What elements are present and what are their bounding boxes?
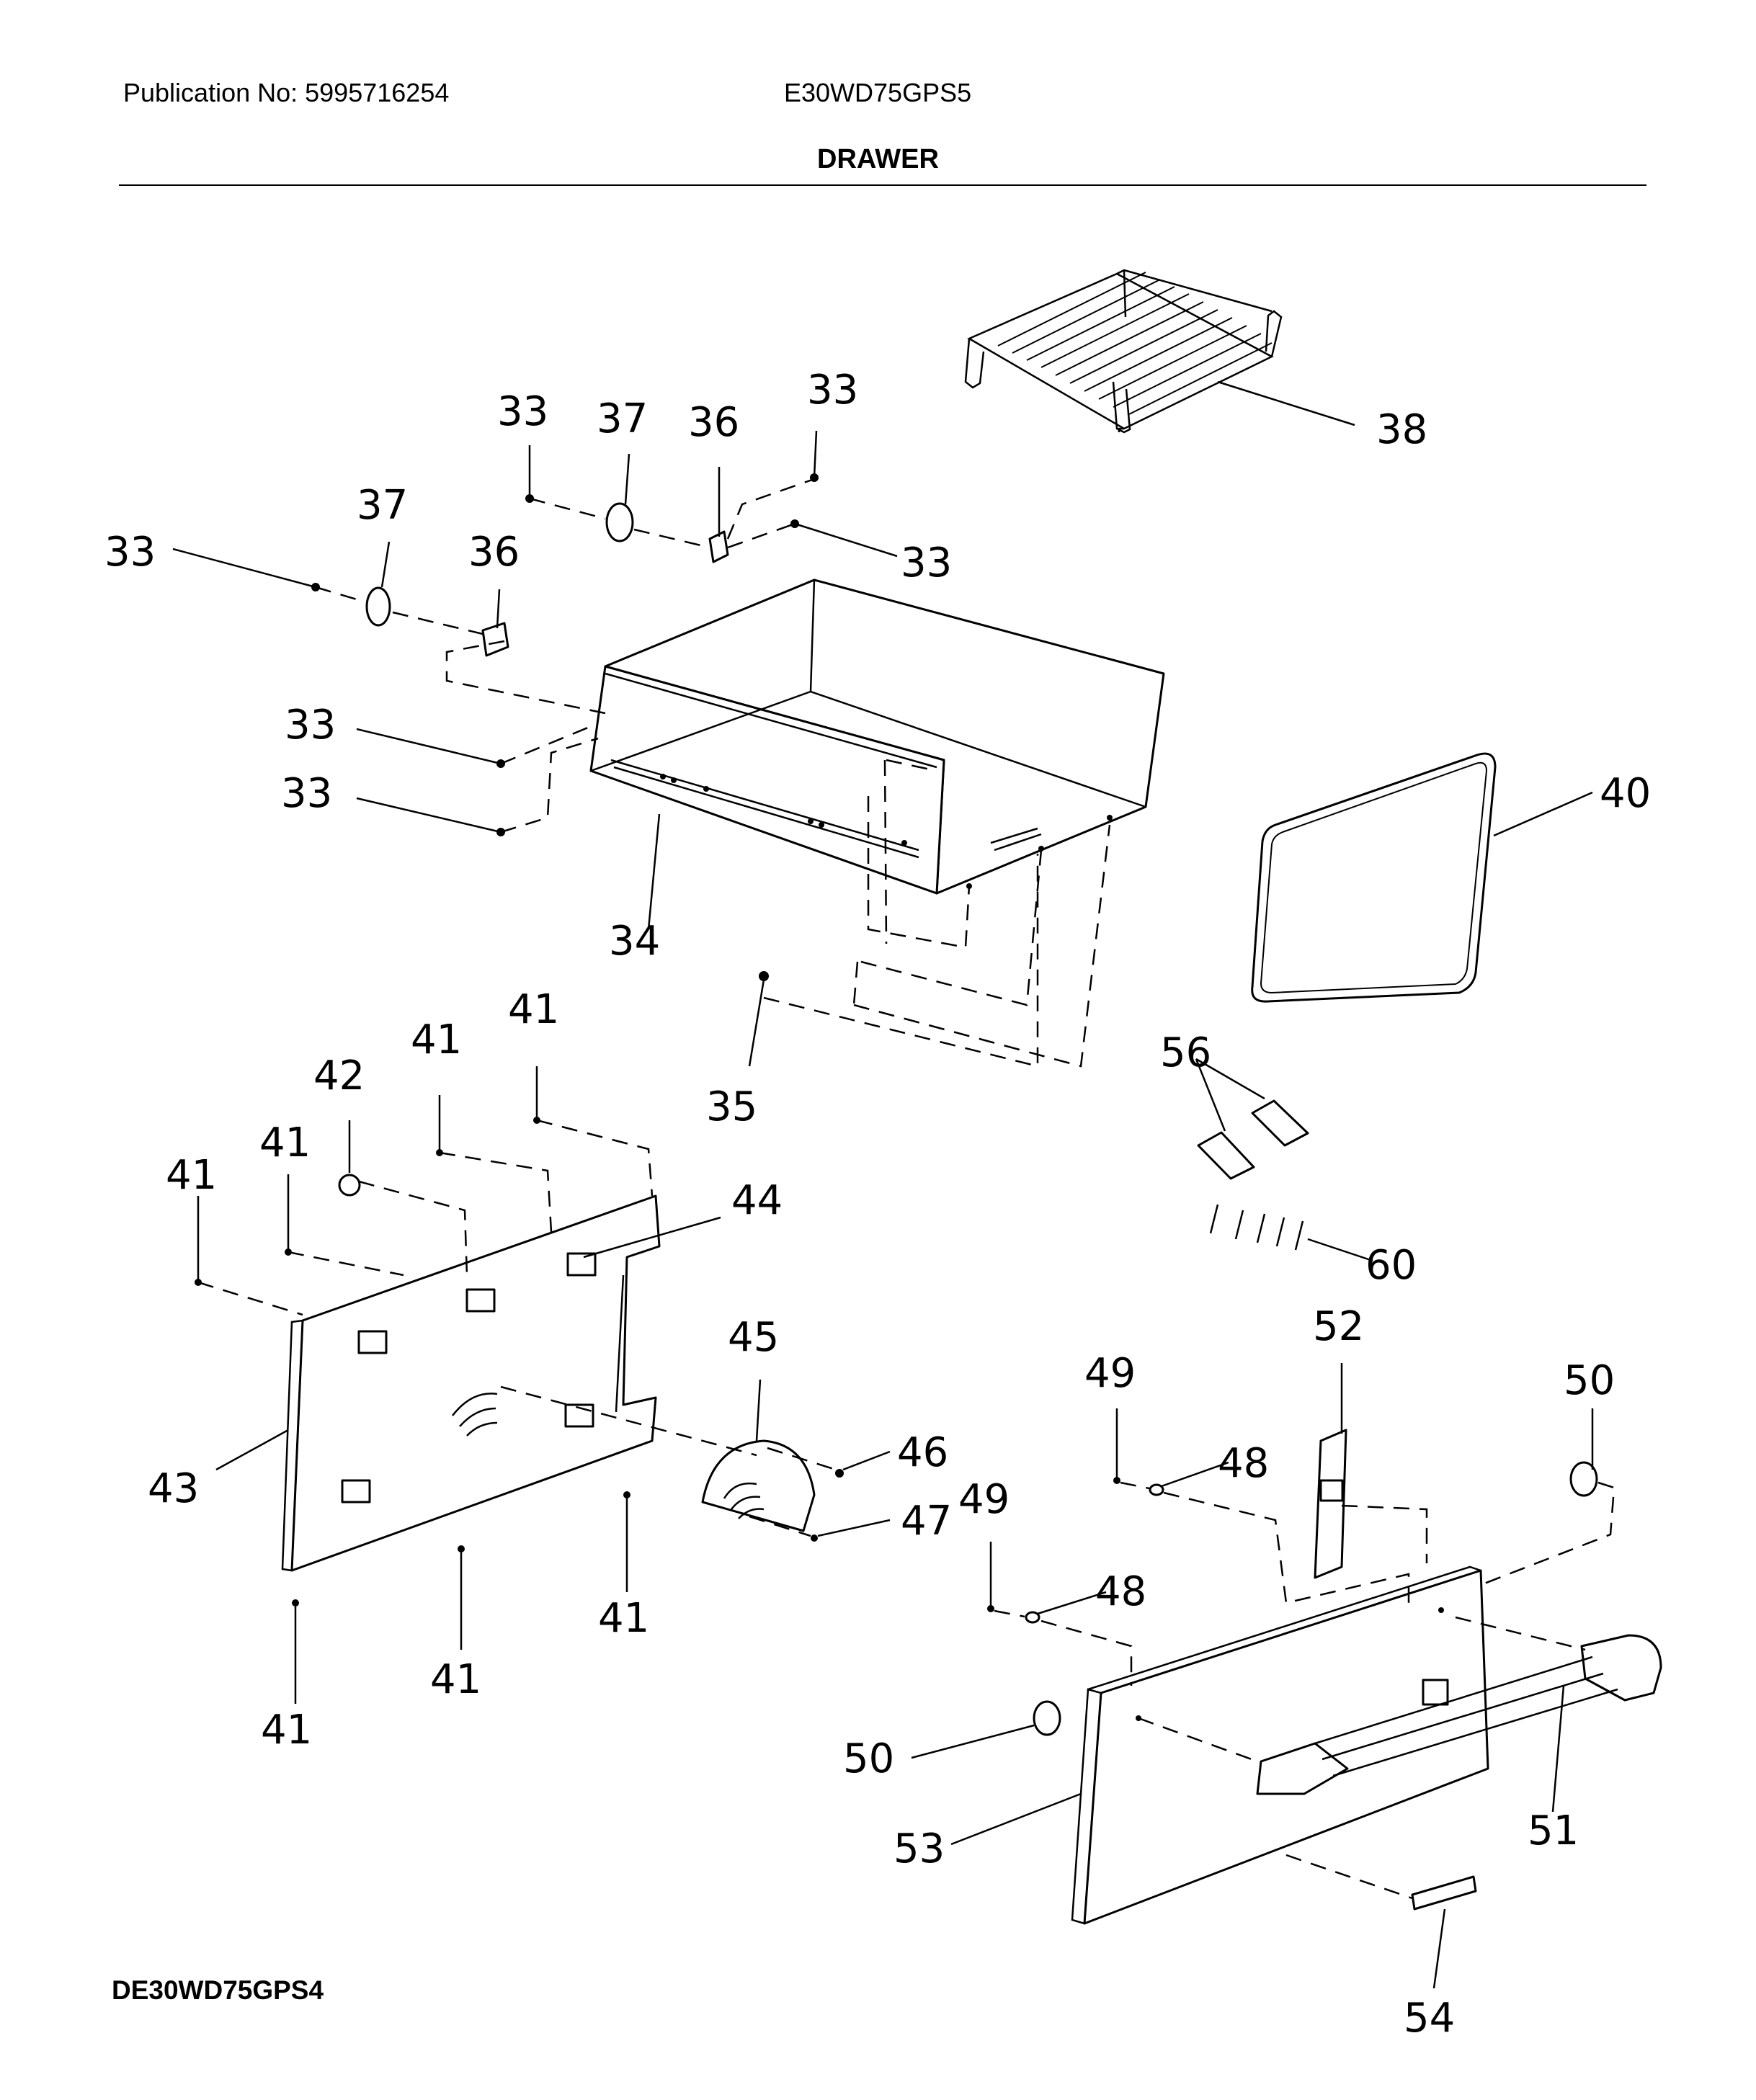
callout-48: 48 xyxy=(1218,1440,1269,1487)
part-46-screw xyxy=(767,1447,891,1478)
callout-56: 56 xyxy=(1160,1029,1211,1076)
part-43-inner-panel xyxy=(215,1194,661,1572)
part-41-screws xyxy=(195,1066,654,1704)
part-50-lower-knob xyxy=(911,1700,1061,1759)
callout-35: 35 xyxy=(706,1083,757,1130)
section-title: DRAWER xyxy=(817,144,939,174)
callout-50: 50 xyxy=(843,1735,894,1782)
callout-33: 33 xyxy=(807,367,858,414)
callout-60: 60 xyxy=(1365,1242,1417,1289)
footer-model-code: DE30WD75GPS4 xyxy=(112,1975,324,2005)
callout-45: 45 xyxy=(728,1314,779,1361)
part-51-handle xyxy=(1138,1616,1662,1813)
callout-49: 49 xyxy=(958,1476,1010,1523)
callout-54: 54 xyxy=(1404,1995,1455,2042)
part-42-plug xyxy=(338,1120,361,1197)
part-56-brackets xyxy=(1195,1058,1309,1180)
part-40-gasket xyxy=(1251,752,1593,1003)
callout-53: 53 xyxy=(893,1826,945,1872)
part-60-screws xyxy=(1209,1204,1373,1262)
callout-labels: 33 33 33 33 33 33 34 35 36 36 37 37 38 4… xyxy=(104,367,1651,2042)
part-48-49-upper xyxy=(1113,1408,1410,1604)
part-38-wire-rack xyxy=(964,269,1355,434)
callout-41: 41 xyxy=(411,1017,462,1063)
part-48-49-lower xyxy=(987,1542,1133,1686)
callout-38: 38 xyxy=(1376,406,1427,453)
part-44-clip xyxy=(583,1216,721,1259)
callout-33: 33 xyxy=(104,529,156,576)
part-45-cover xyxy=(500,1379,816,1532)
callout-36: 36 xyxy=(468,529,520,576)
callout-37: 37 xyxy=(597,396,648,442)
callout-33: 33 xyxy=(901,540,952,586)
callout-47: 47 xyxy=(901,1498,952,1545)
callout-51: 51 xyxy=(1528,1808,1579,1854)
part-36-upper-bracket xyxy=(708,467,729,563)
callout-43: 43 xyxy=(148,1465,199,1512)
callout-50: 50 xyxy=(1564,1357,1615,1404)
part-36-left-bracket xyxy=(481,589,509,657)
callout-41: 41 xyxy=(430,1656,481,1703)
callout-52: 52 xyxy=(1313,1303,1364,1350)
callout-33: 33 xyxy=(281,770,332,817)
part-50-upper-knob xyxy=(1480,1408,1615,1586)
callout-40: 40 xyxy=(1600,770,1651,817)
callout-41: 41 xyxy=(508,986,559,1033)
part-54-badge xyxy=(1285,1854,1477,1989)
part-35-screw xyxy=(748,971,769,1067)
part-33-screws xyxy=(172,430,898,836)
publication-number: Publication No: 5995716254 xyxy=(123,78,450,107)
callout-41: 41 xyxy=(598,1595,649,1642)
part-53-door-panel xyxy=(950,1565,1489,1925)
callout-44: 44 xyxy=(731,1177,783,1224)
part-52-bracket xyxy=(1314,1363,1428,1579)
callout-42: 42 xyxy=(313,1053,365,1099)
callout-49: 49 xyxy=(1084,1350,1136,1397)
callout-41: 41 xyxy=(261,1707,312,1753)
part-37-upper-disc xyxy=(605,453,634,542)
callout-37: 37 xyxy=(357,482,408,529)
callout-33: 33 xyxy=(285,702,336,749)
callout-46: 46 xyxy=(897,1429,948,1476)
callout-48: 48 xyxy=(1095,1568,1146,1615)
model-number: E30WD75GPS5 xyxy=(784,78,972,107)
callout-33: 33 xyxy=(497,388,548,435)
callout-36: 36 xyxy=(688,399,739,446)
callout-41: 41 xyxy=(259,1120,311,1166)
callout-41: 41 xyxy=(166,1152,217,1199)
assembly-lines-upper xyxy=(315,478,1111,1068)
callout-34: 34 xyxy=(609,918,660,965)
part-47-screw xyxy=(749,1515,891,1542)
part-37-left-disc xyxy=(365,541,391,627)
part-34-drawer-box xyxy=(589,578,1165,930)
header-rule xyxy=(119,184,1646,186)
